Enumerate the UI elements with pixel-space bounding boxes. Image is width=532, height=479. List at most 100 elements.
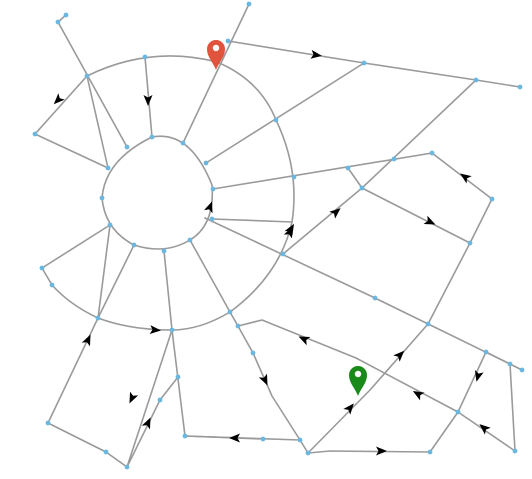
- one-way-arrow-icon: [141, 417, 151, 430]
- road-segment: [237, 319, 516, 452]
- intersection-node: [203, 160, 209, 166]
- road-segment: [86, 55, 277, 169]
- road-segment: [47, 244, 135, 453]
- intersection-node: [427, 449, 433, 455]
- intersection-node: [361, 60, 367, 66]
- one-way-arrow-icon: [229, 433, 240, 443]
- intersection-node: [455, 409, 461, 415]
- intersection-node: [124, 464, 130, 470]
- road-segment: [361, 79, 477, 189]
- intersection-node: [103, 449, 109, 455]
- destination-marker[interactable]: [349, 366, 367, 396]
- road-network: [34, 3, 523, 468]
- one-way-arrow-icon: [412, 391, 425, 401]
- one-way-arrows: [53, 49, 491, 456]
- intersection-node: [473, 77, 479, 83]
- road-segment: [163, 250, 301, 441]
- intersection-node: [297, 437, 303, 443]
- one-way-arrow-icon: [343, 403, 354, 415]
- road-segment: [227, 40, 521, 88]
- intersection-node: [345, 165, 351, 171]
- intersection-node: [95, 315, 101, 321]
- intersection-node: [280, 251, 286, 257]
- route-markers[interactable]: [207, 40, 367, 396]
- intersection-node: [372, 295, 378, 301]
- intersection-node: [517, 84, 523, 90]
- one-way-arrow-icon: [258, 373, 268, 386]
- road-segment: [144, 56, 153, 138]
- intersection-node: [124, 144, 130, 150]
- intersection-node: [99, 195, 105, 201]
- one-way-arrow-icon: [81, 334, 91, 347]
- intersection-node: [489, 196, 495, 202]
- intersection-node: [131, 242, 137, 248]
- road-segment: [282, 187, 363, 255]
- road-segment: [97, 224, 111, 319]
- intersection-node: [291, 174, 297, 180]
- intersection-node: [467, 240, 473, 246]
- road-segment: [184, 435, 264, 440]
- road-segment: [182, 3, 250, 144]
- intersection-node: [107, 222, 113, 228]
- one-way-arrow-icon: [284, 223, 294, 236]
- intersection-node: [209, 216, 215, 222]
- intersection-node: [182, 433, 188, 439]
- one-way-arrow-icon: [298, 336, 311, 346]
- road-segment: [204, 217, 523, 371]
- intersection-node: [273, 117, 279, 123]
- intersection-node: [250, 350, 256, 356]
- road-segment: [34, 133, 109, 169]
- intersection-node: [235, 323, 241, 329]
- one-way-arrow-icon: [204, 201, 213, 214]
- one-way-arrow-icon: [129, 391, 139, 404]
- intersection-node: [32, 131, 38, 137]
- one-way-arrow-icon: [460, 173, 472, 184]
- one-way-arrow-icon: [393, 350, 405, 362]
- intersection-node: [519, 367, 525, 373]
- one-way-arrow-icon: [143, 95, 153, 106]
- one-way-arrow-icon: [329, 208, 341, 219]
- origin-marker[interactable]: [207, 40, 225, 70]
- intersection-node: [305, 450, 311, 456]
- road-segment: [41, 224, 111, 286]
- intersection-node: [169, 327, 175, 333]
- intersection-node: [149, 134, 155, 140]
- road-segment: [34, 75, 88, 135]
- one-way-arrow-icon: [474, 370, 484, 382]
- one-way-arrow-icon: [149, 325, 161, 335]
- intersection-node: [180, 140, 186, 146]
- intersection-node: [359, 185, 365, 191]
- intersection-node: [391, 156, 397, 162]
- intersection-node: [105, 165, 111, 171]
- intersection-node: [55, 19, 61, 25]
- road-segment: [211, 218, 293, 223]
- intersection-node: [187, 237, 193, 243]
- intersection-node: [39, 265, 45, 271]
- road-segment: [57, 21, 128, 148]
- intersection-node: [175, 374, 181, 380]
- one-way-arrow-icon: [423, 215, 436, 225]
- intersection-node: [210, 186, 216, 192]
- one-way-arrow-icon: [479, 424, 491, 435]
- intersection-node: [84, 73, 90, 79]
- intersection-node: [161, 248, 167, 254]
- intersection-node: [45, 420, 51, 426]
- road-segment: [212, 152, 433, 190]
- intersection-node: [260, 436, 266, 442]
- intersection-node: [512, 448, 518, 454]
- one-way-arrow-icon: [53, 93, 65, 105]
- road-segment: [347, 167, 471, 244]
- one-way-arrow-icon: [376, 446, 387, 456]
- intersection-node: [227, 309, 233, 315]
- road-segment: [51, 119, 295, 331]
- road-segment: [205, 62, 365, 164]
- intersection-node: [142, 54, 148, 60]
- road-segment: [237, 325, 309, 454]
- intersection-node: [225, 38, 231, 44]
- intersection-node: [483, 349, 489, 355]
- intersection-node: [49, 282, 55, 288]
- one-way-arrow-icon: [310, 49, 322, 59]
- intersection-node: [429, 150, 435, 156]
- map-pin-icon: [349, 366, 367, 396]
